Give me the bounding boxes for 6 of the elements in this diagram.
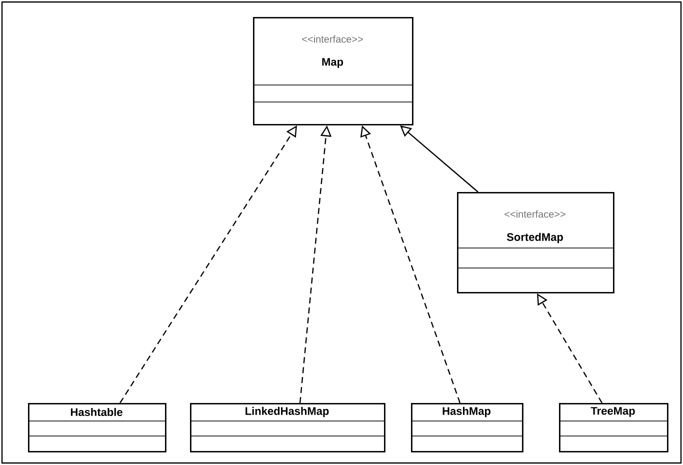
class-box: <<interface>> Map (252, 17, 414, 126)
class-box: HashMap (410, 403, 524, 452)
class-box: LinkedHashMap (190, 403, 386, 452)
class-box: TreeMap (558, 403, 668, 452)
class-box: Hashtable (28, 403, 166, 452)
class-box: <<interface>> SortedMap (456, 192, 614, 294)
